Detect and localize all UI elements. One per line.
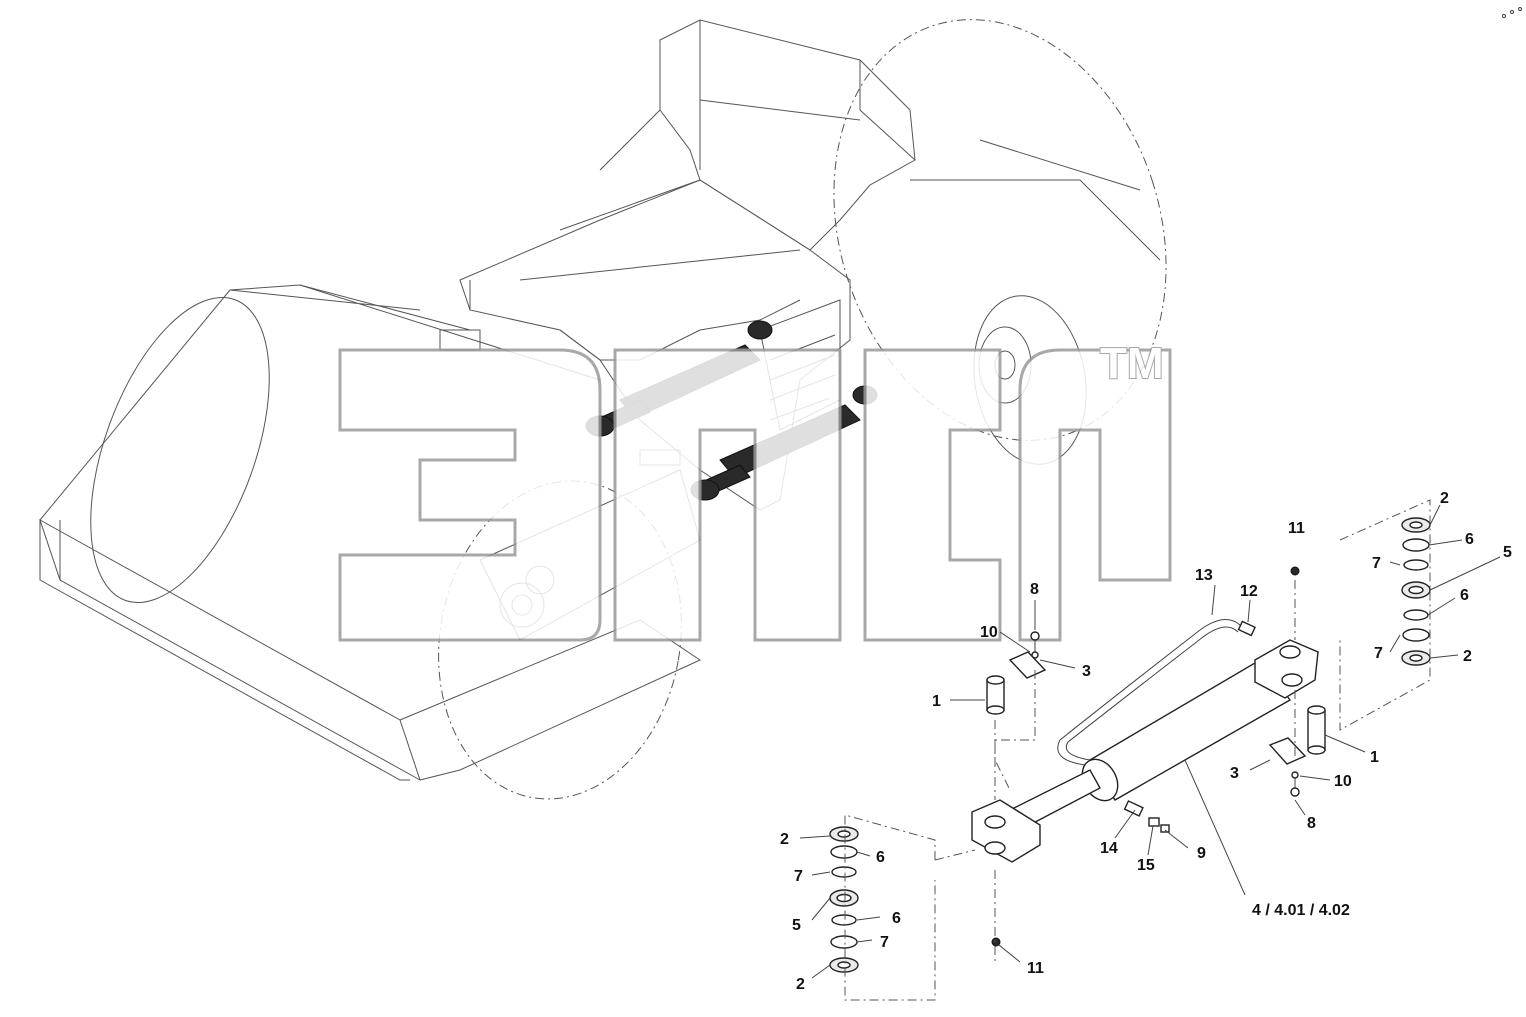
front-drum-end	[90, 296, 270, 604]
callout-7-r-bot: 7	[1374, 645, 1383, 662]
lock-plate-left	[1008, 651, 1047, 679]
leader-lines	[799, 504, 1501, 979]
callout-7-l-bot: 7	[880, 934, 889, 951]
fitting-12	[1237, 620, 1256, 637]
grease-nipple-top	[1290, 566, 1300, 576]
hydraulic-cylinder-assembly	[971, 619, 1319, 863]
callout-8-top: 8	[1030, 581, 1039, 598]
callout-3-right: 3	[1230, 765, 1239, 782]
callout-10-bot: 10	[1334, 773, 1352, 790]
callout-7-l-top: 7	[794, 868, 803, 885]
washer-top	[1031, 651, 1039, 659]
pins	[986, 675, 1326, 755]
fitting-9	[1160, 824, 1170, 833]
callout-11-bot: 11	[1027, 960, 1044, 977]
callout-5-r: 5	[1503, 544, 1512, 561]
callout-4: 4 / 4.01 / 4.02	[1252, 902, 1350, 919]
callout-6-r-bot: 6	[1460, 587, 1469, 604]
watermark-tm: TM	[1100, 339, 1164, 388]
callout-2-l-top: 2	[780, 831, 789, 848]
callout-1-right: 1	[1370, 749, 1379, 766]
hydraulic-hose	[1057, 619, 1241, 766]
corner-marks	[1502, 7, 1522, 18]
callout-6-l-bot: 6	[892, 910, 901, 927]
callout-15: 15	[1137, 857, 1155, 874]
callout-2-l-bot: 2	[796, 976, 805, 993]
fitting-14	[1123, 800, 1144, 817]
callout-11-top: 11	[1288, 520, 1305, 537]
bearing-stack-right	[1401, 517, 1431, 666]
callout-3-left: 3	[1082, 663, 1091, 680]
callout-labels: 11 13 12 8 10 3 1 2 6 7 5 6 7 2 1 3 10 8…	[780, 490, 1512, 993]
callout-1-left: 1	[932, 693, 941, 710]
callout-6-l-top: 6	[876, 849, 885, 866]
callout-9: 9	[1197, 845, 1206, 862]
callout-2-r-bot: 2	[1463, 648, 1472, 665]
fitting-15	[1148, 817, 1160, 827]
callout-12: 12	[1240, 583, 1258, 600]
rear-tyre-outline	[833, 19, 1167, 441]
callout-8-bot: 8	[1307, 815, 1316, 832]
callout-7-r-top: 7	[1372, 555, 1381, 572]
grease-nipple-bottom	[991, 937, 1001, 947]
fasteners	[991, 566, 1307, 947]
head-end-clevis	[1254, 639, 1319, 699]
callout-6-r-top: 6	[1465, 531, 1474, 548]
callout-2-r-top: 2	[1440, 490, 1449, 507]
assembly-axes	[844, 499, 1431, 1001]
callout-5-l: 5	[792, 917, 801, 934]
callout-10-top: 10	[980, 624, 998, 641]
callout-13: 13	[1195, 567, 1213, 584]
bolt-top	[1030, 631, 1040, 641]
washer-bottom	[1291, 771, 1299, 779]
callout-14: 14	[1100, 840, 1118, 857]
pin-right	[1307, 709, 1326, 751]
bearing-stack-left	[829, 826, 859, 973]
lock-plate-right	[1268, 737, 1307, 765]
front-drum	[39, 284, 471, 781]
watermark-logo: TM	[338, 338, 1172, 642]
bolt-bottom	[1290, 787, 1300, 797]
engine-hood	[659, 19, 916, 251]
